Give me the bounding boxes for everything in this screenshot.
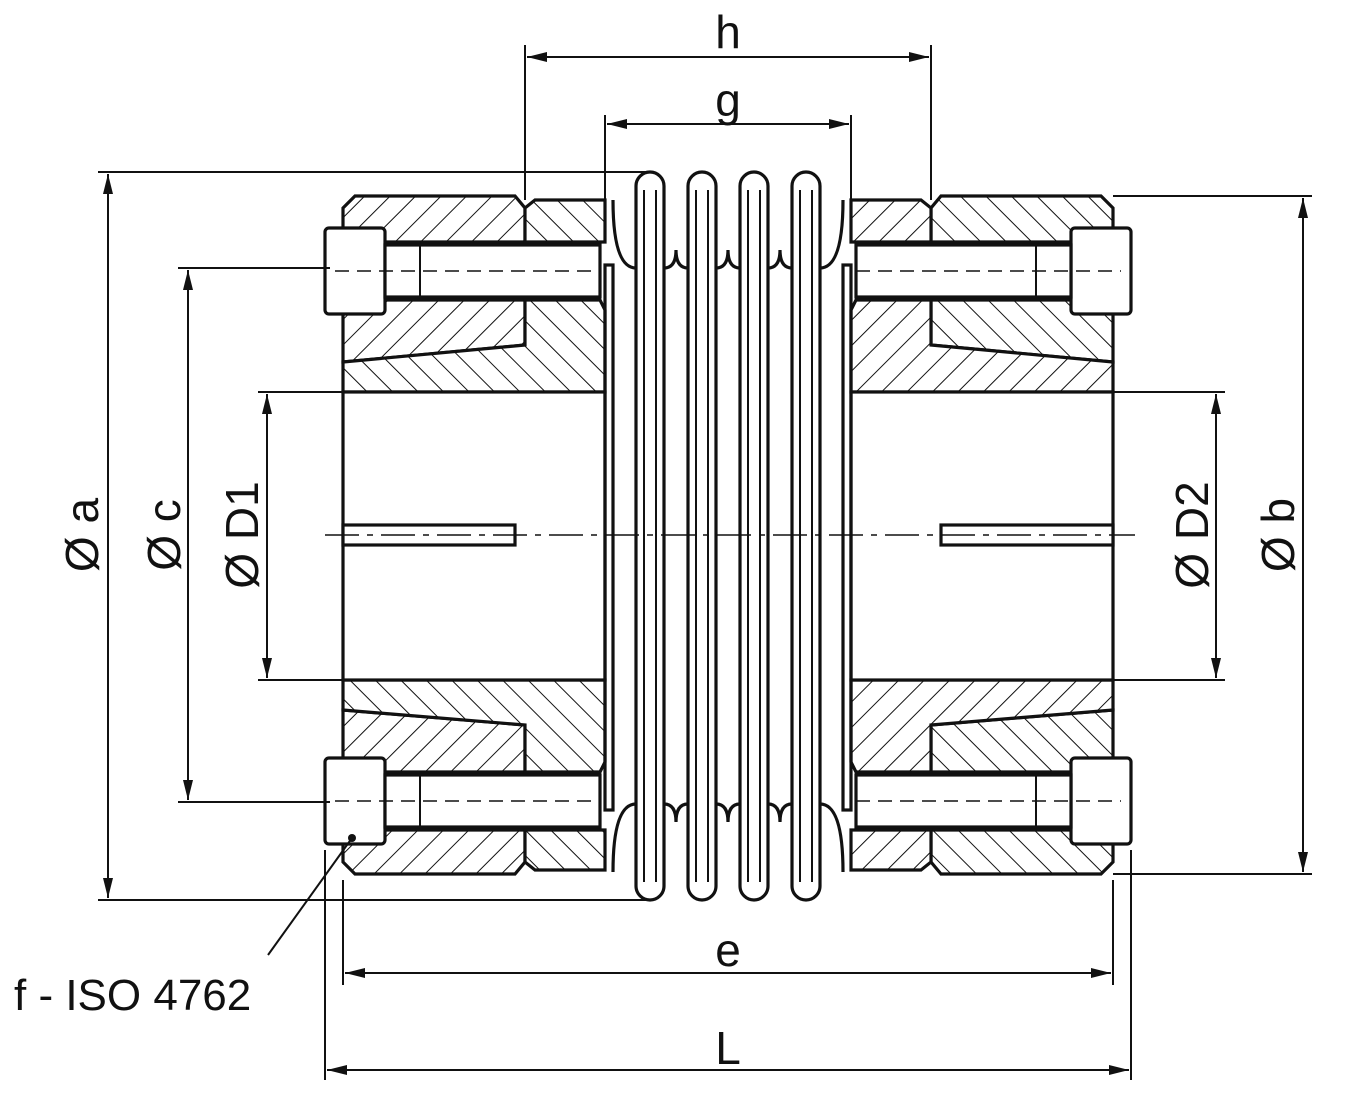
dimension-h: h <box>524 6 932 200</box>
label-D2: Ø D2 <box>1166 481 1218 588</box>
label-D1: Ø D1 <box>216 481 268 588</box>
right-hub <box>849 194 1133 876</box>
label-a: Ø a <box>56 498 108 573</box>
left-upper-hub-flange <box>523 198 607 244</box>
label-c: Ø c <box>138 499 190 571</box>
dimension-D2: Ø D2 <box>1113 391 1225 681</box>
left-hub <box>323 194 607 876</box>
label-screw-spec: f - ISO 4762 <box>14 971 251 1020</box>
metal-bellows <box>603 170 853 902</box>
dimension-g: g <box>604 74 852 200</box>
label-h: h <box>715 6 741 58</box>
left-lower-screw-head <box>323 756 387 846</box>
screw-callout: f - ISO 4762 <box>14 834 356 1020</box>
dimension-e: e <box>342 880 1114 985</box>
dimension-a: Ø a <box>56 171 650 901</box>
label-L: L <box>715 1022 741 1074</box>
dimension-L: L <box>324 850 1132 1080</box>
label-g: g <box>715 74 741 126</box>
dimension-b: Ø b <box>1113 195 1312 875</box>
dimension-c: Ø c <box>138 267 330 803</box>
right-upper-hub-flange <box>849 198 933 244</box>
label-e: e <box>715 924 741 976</box>
right-lower-hub-flange <box>849 828 933 872</box>
left-lower-hub-flange <box>523 828 607 872</box>
dimension-D1: Ø D1 <box>216 391 343 681</box>
left-upper-screw-head <box>323 226 387 316</box>
label-b: Ø b <box>1252 498 1304 572</box>
